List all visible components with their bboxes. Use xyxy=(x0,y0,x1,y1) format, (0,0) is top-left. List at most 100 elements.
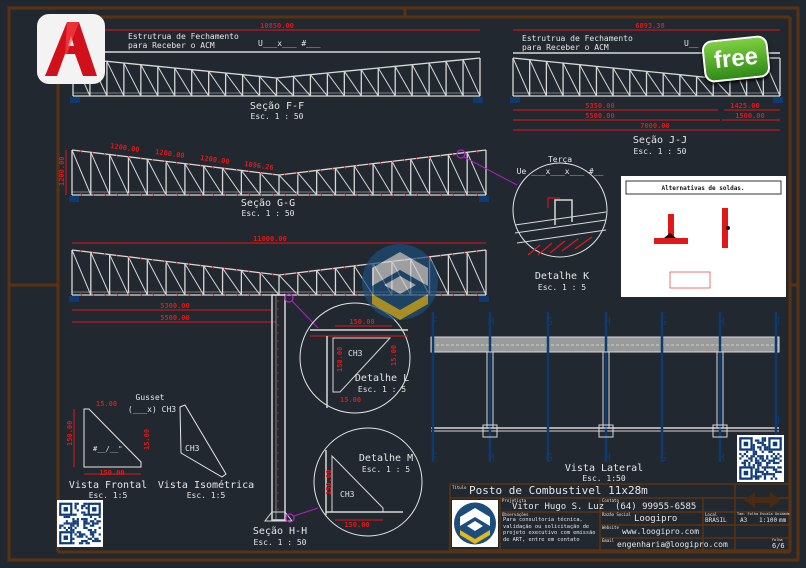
section-cut-label: G xyxy=(546,451,553,464)
section-title: Seção F-F xyxy=(250,101,304,112)
detail-scale: Esc. 1 : 5 xyxy=(358,385,406,394)
weld-mark xyxy=(235,292,239,297)
weld-mark xyxy=(115,292,119,297)
detail-l: 150.00 150.00 15.00 15.00 CH3 Detalhe L … xyxy=(299,302,411,414)
weld-mark xyxy=(475,149,479,154)
dim: 150.00 xyxy=(349,318,374,326)
weld-mark xyxy=(79,292,83,297)
weld-mark xyxy=(271,272,275,277)
weld-mark xyxy=(79,149,83,154)
weld-mark xyxy=(295,292,299,297)
weld-mark xyxy=(187,162,191,167)
weld-mark xyxy=(139,156,143,161)
dim: 150.00 xyxy=(336,347,344,372)
field-label: Razão Social xyxy=(602,512,631,517)
weld-mark xyxy=(103,292,107,297)
project-title: Posto de Combustivel 11x28m xyxy=(469,484,648,497)
designer-name: Vitor Hugo S. Luz xyxy=(512,502,605,512)
weld-mark xyxy=(271,192,275,197)
column xyxy=(602,351,610,429)
weld-mark xyxy=(103,152,107,157)
weld-mark xyxy=(235,192,239,197)
field-label: Tam. Folha xyxy=(737,512,759,516)
note-line1: Estrutrua de Fechamento xyxy=(522,34,633,43)
dim: 150.00 xyxy=(344,521,369,529)
gusset-mark: #__/__" xyxy=(93,445,123,453)
field-label: Contato xyxy=(602,498,619,503)
website-link[interactable]: www.loogipro.com xyxy=(622,527,700,536)
part-label: CH3 xyxy=(340,490,355,499)
column-base xyxy=(598,424,614,438)
weld-mark xyxy=(247,192,251,197)
section-scale: Esc. 1 : 50 xyxy=(634,147,687,156)
weld-mark xyxy=(403,158,407,163)
field-label: Unidade xyxy=(775,512,790,516)
weld-mark xyxy=(439,254,443,258)
company-logo xyxy=(452,500,498,547)
weld-mark xyxy=(223,167,227,171)
weld-mark xyxy=(115,254,119,258)
weld-mark xyxy=(199,292,203,297)
detail-k: Terça Ue ___x___x___ #__ Detalhe K Esc. … xyxy=(456,149,608,292)
qr-code-icon[interactable] xyxy=(57,500,103,547)
loogipro-watermark-logo xyxy=(362,244,438,320)
field-label: Local xyxy=(705,512,718,517)
weld-mark xyxy=(163,292,167,297)
weld-mark xyxy=(319,292,323,297)
weld-mark xyxy=(211,165,215,170)
weld-mark xyxy=(127,292,131,297)
weld-mark xyxy=(343,292,347,297)
dim: 1500.00 xyxy=(735,112,765,120)
dim: 15.00 xyxy=(340,396,361,404)
weld-mark xyxy=(427,192,431,197)
weld-mark xyxy=(379,161,383,166)
field-label: Folha xyxy=(772,538,783,542)
weld-mark xyxy=(463,292,467,297)
weld-mark xyxy=(127,192,131,197)
badge-label: free xyxy=(712,42,760,75)
weld-mark xyxy=(295,192,299,197)
weld-mark xyxy=(199,164,203,168)
weld-mark xyxy=(319,192,323,197)
dim: 1200.00 xyxy=(155,148,185,160)
dim: 150.00 xyxy=(325,470,333,495)
column-base xyxy=(712,424,728,438)
section-cut-label: G xyxy=(660,451,667,464)
detail-title: Detalhe M xyxy=(359,453,413,464)
weld-mark xyxy=(283,173,287,177)
detail-scale: Esc. 1 : 5 xyxy=(362,465,410,474)
weld-mark xyxy=(271,172,275,177)
field-label: Escala xyxy=(760,512,773,516)
view-scale: Esc. 1:5 xyxy=(187,491,226,500)
weld-mark xyxy=(163,192,167,197)
weld-mark xyxy=(127,255,131,259)
section-cut-label: H xyxy=(488,451,495,464)
dim: 7000.00 xyxy=(640,122,670,130)
dim: 1200.00 xyxy=(110,142,140,154)
free-badge: free xyxy=(700,34,772,84)
weld-mark xyxy=(211,292,215,297)
weld-mark xyxy=(451,192,455,197)
section-cut-label: G xyxy=(660,315,667,328)
email-link[interactable]: engenharia@loogipro.com xyxy=(617,540,728,549)
weld-mark xyxy=(283,273,287,277)
weld-alternatives-panel: Alternativas de soldas. xyxy=(621,176,786,297)
weld-mark xyxy=(139,256,143,261)
field-label: Email xyxy=(602,538,615,543)
drawing-frame xyxy=(7,6,800,562)
truss-section-ff xyxy=(70,51,483,103)
weld-mark xyxy=(415,157,419,161)
field-label: Observações xyxy=(502,512,529,517)
weld-mark xyxy=(295,271,299,276)
section-cut-label: F xyxy=(431,315,438,328)
view-scale: Esc. 1:5 xyxy=(89,491,128,500)
column-base xyxy=(482,424,498,438)
weld-mark xyxy=(331,167,335,171)
profile-label: Ue ___x___x___ #__ xyxy=(517,167,604,176)
section-scale: Esc. 1 : 50 xyxy=(254,538,307,547)
weld-mark xyxy=(379,192,383,197)
weld-mark xyxy=(79,249,83,254)
section-cut-label: H xyxy=(718,315,725,328)
qr-code-icon[interactable] xyxy=(737,435,784,482)
